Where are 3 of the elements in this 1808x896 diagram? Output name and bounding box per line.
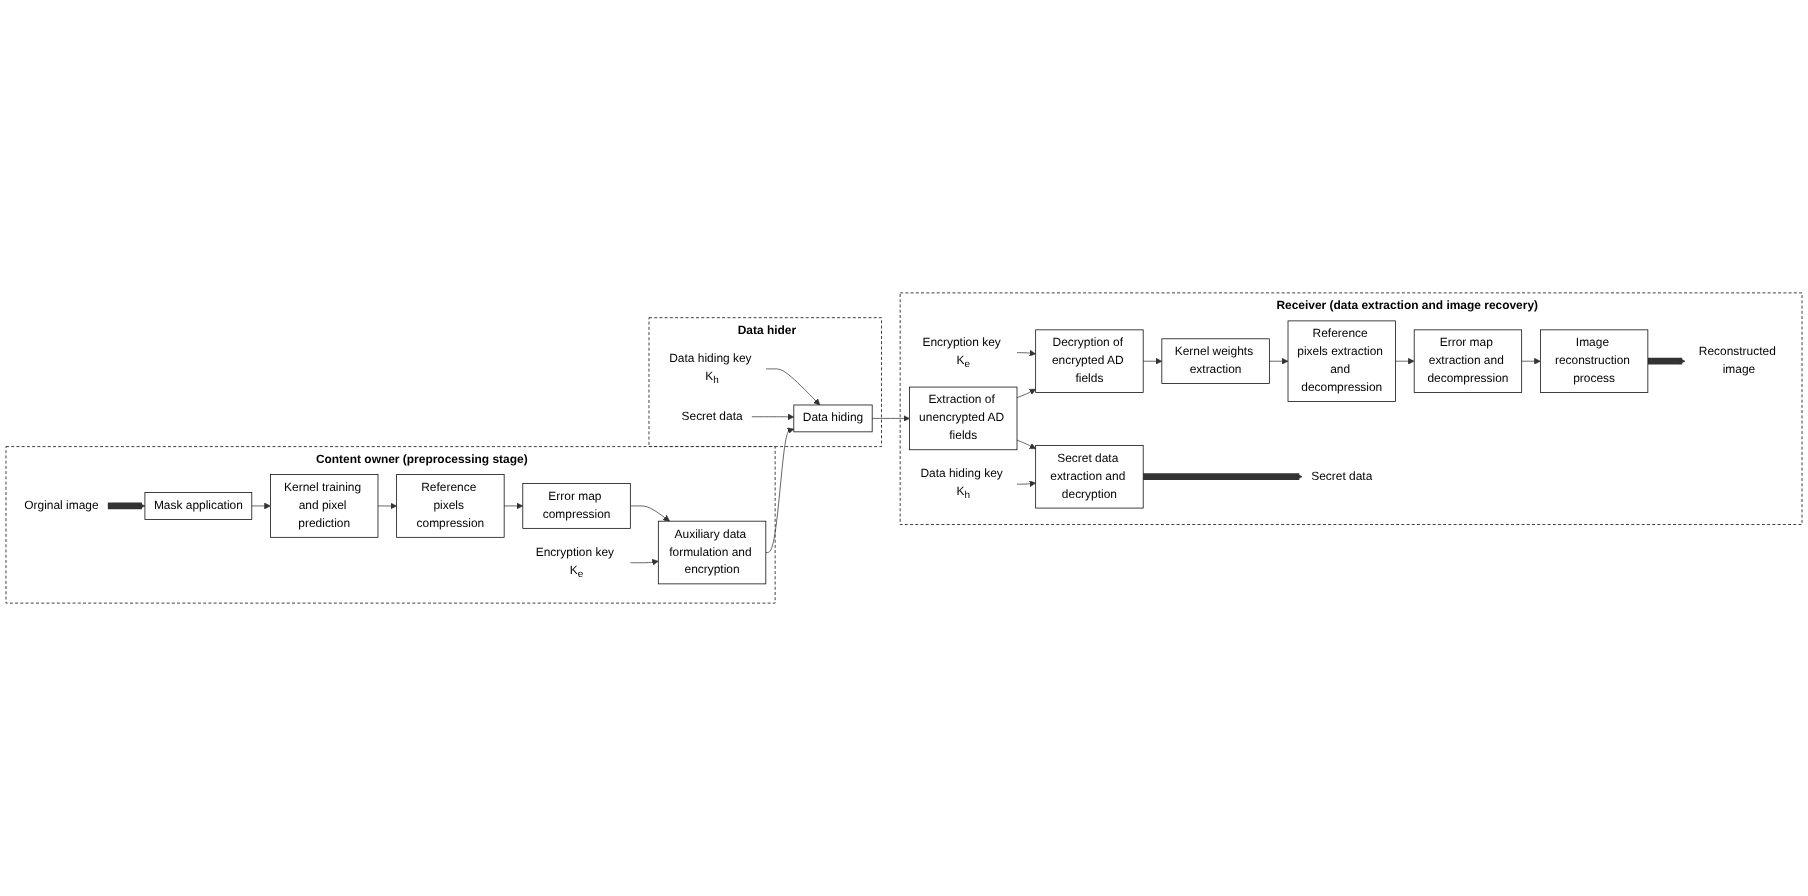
arrow [1141,473,1303,481]
arrow [105,502,146,510]
arrow [1646,357,1686,365]
